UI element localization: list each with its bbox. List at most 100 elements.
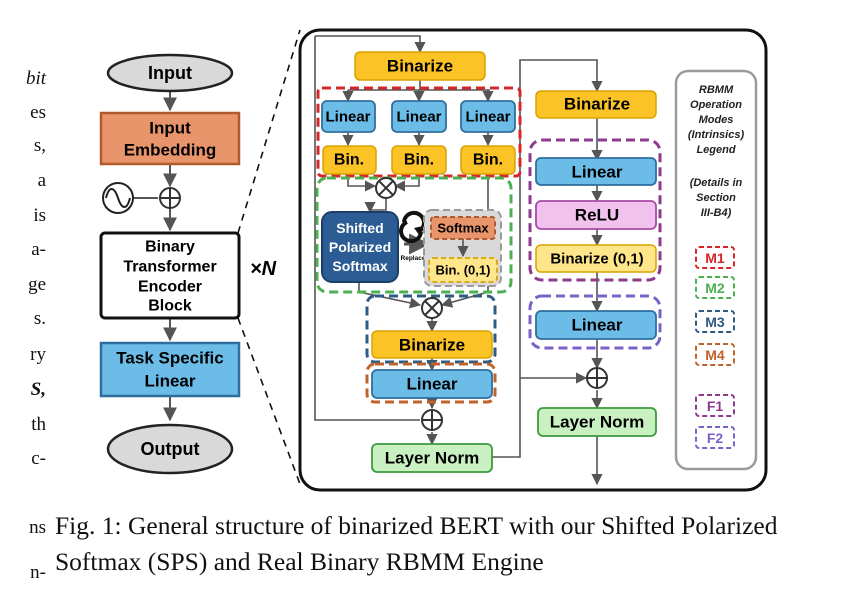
bin01-node [428,257,498,283]
output-label: Output [141,439,200,459]
mode-box-m4 [365,362,497,404]
task-linear-label: Task Specific [116,349,223,368]
margin-line: a- [31,239,46,260]
legend-details: Section [696,192,736,204]
legend-f1-label: F1 [707,398,724,414]
relu-node [535,200,657,230]
mode-box-m1 [316,86,522,178]
relu-label: ReLU [575,206,619,225]
margin-line: s, [34,135,46,156]
legend-title: Modes [699,114,734,126]
bin-k-node [391,145,447,175]
linear-mid-label: Linear [406,375,457,394]
sps-node [321,211,399,283]
linear-k-label: Linear [396,109,441,126]
input-embedding-label: Input [149,119,191,138]
margin-line: ns [29,517,46,538]
input-embedding-node [99,111,241,166]
encoder-block-label: Binary [145,239,195,256]
output-node [106,423,234,475]
linear-right2-label: Linear [571,316,622,335]
left-flow: Input Input Embedding Binary Transformer… [99,29,301,485]
legend-title: RBMM [699,84,734,96]
encoder-block-label: Encoder [138,279,202,296]
legend-m3-label: M3 [705,314,725,330]
margin-line: n- [30,562,46,583]
legend-f1 [695,394,735,417]
binarize-right-label: Binarize [564,95,630,114]
zoom-line [237,29,301,234]
softmax-label: Softmax [437,221,489,236]
margin-line: c- [31,448,46,469]
margin-line: ge [28,274,46,295]
legend-f2-label: F2 [707,430,724,446]
binarize-right-node [535,90,657,119]
margin-line: es [30,102,46,123]
swap-icon [399,210,426,244]
sine-wave-icon [105,188,131,208]
margin-line: ry [30,344,46,365]
bin-v-node [460,145,516,175]
margin-line: th [31,414,46,435]
layer-norm-right-node [537,407,657,437]
encoder-block-label: Block [148,298,192,315]
margin-line: a [38,170,47,191]
layer-norm-left-label: Layer Norm [385,449,479,468]
linear-k-node [391,100,447,133]
binarize-top-node [354,51,486,81]
encoder-block-label: Transformer [123,259,216,276]
legend-title: Legend [696,144,735,156]
linear-q-node [321,100,376,133]
linear-v-node [460,100,516,133]
margin-line: is [33,205,46,226]
legend-m4-label: M4 [705,347,725,363]
legend-m3 [695,310,735,333]
legend-m1-label: M1 [705,250,725,266]
legend-m2-label: M2 [705,280,725,296]
margin-line: S, [31,379,46,400]
binarize01-node [535,244,657,273]
legend-details: III-B4) [701,207,732,219]
bin-q-node [322,145,377,175]
mode-box-f1 [528,138,662,282]
legend-f2 [695,426,735,449]
binarize-mid-label: Binarize [399,336,465,355]
legend-details: (Details in [690,177,743,189]
linear-mid-node [371,369,493,399]
linear-right1-node [535,157,657,186]
legend-title: (Intrinsics) [688,129,745,141]
mode-box-m3 [365,294,497,364]
bin-v-label: Bin. [473,152,503,169]
task-linear-node [99,341,241,398]
input-label: Input [148,63,192,83]
margin-line: s. [34,308,46,329]
input-node [106,53,234,93]
legend-title: Operation [690,99,742,111]
margin-line: bit [26,68,47,89]
replace-label: Replace [401,255,426,262]
left-margin-text: bit es s, a is a- ge s. ry S, th c- ns n… [26,68,47,583]
layer-norm-right-label: Layer Norm [550,413,644,432]
input-embedding-label: Embedding [124,141,217,160]
figure-caption: Fig. 1: General structure of binarized B… [55,511,778,576]
legend-m1 [695,246,735,269]
linear-q-label: Linear [325,109,370,126]
bin-q-label: Bin. [334,152,364,169]
legend-m4 [695,343,735,366]
linear-right1-label: Linear [571,163,622,182]
mode-box-f2 [528,294,662,350]
binarize01-label: Binarize (0,1) [550,251,643,268]
sps-label: Shifted [336,220,383,236]
zoom-line [237,317,301,485]
linear-v-label: Linear [465,109,510,126]
times-n-label: ×N [250,258,277,280]
mode-box-m2 [315,176,513,294]
layer-norm-left-node [371,443,493,473]
linear-right2-node [535,310,657,340]
encoder-block-node [99,231,241,320]
task-linear-label: Linear [144,372,195,391]
sps-label: Softmax [332,258,387,274]
binarize-top-label: Binarize [387,57,453,76]
legend-panel [674,69,758,471]
bin-k-label: Bin. [404,152,434,169]
